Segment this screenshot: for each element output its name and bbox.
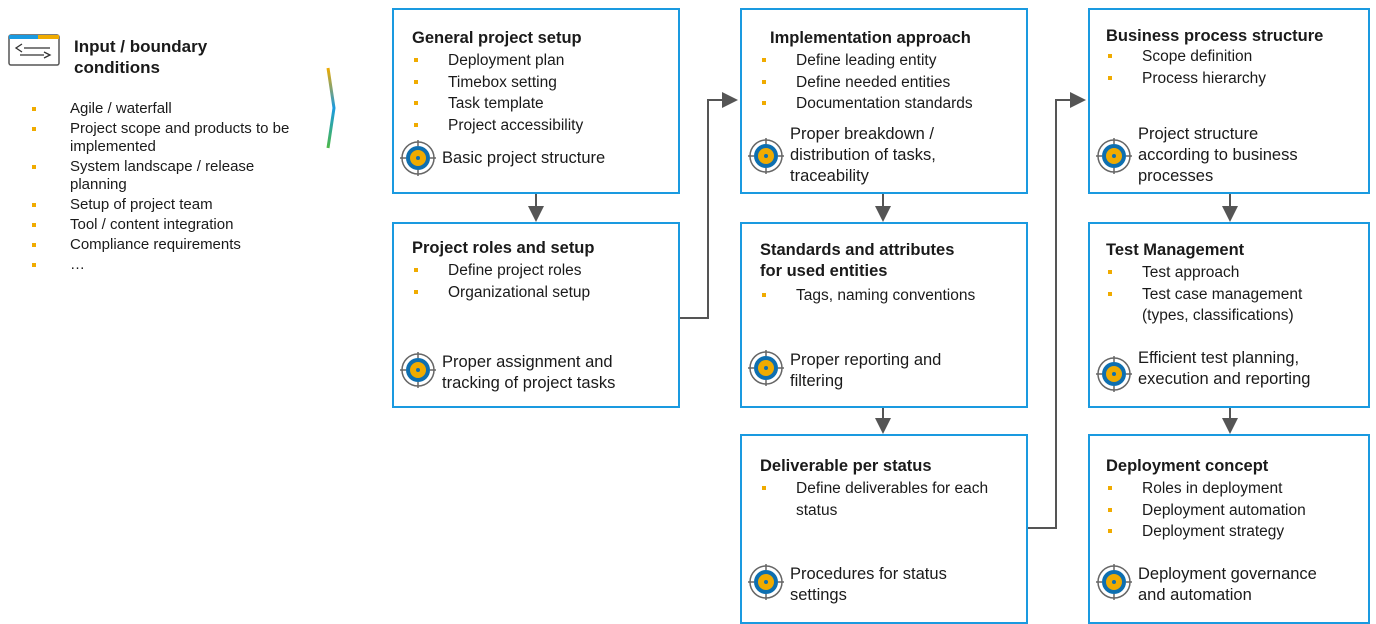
list-item: … — [30, 256, 310, 274]
box-title: Deliverable per status — [760, 457, 932, 475]
box-title: Project roles and setup — [412, 239, 595, 257]
code-window-icon — [8, 34, 60, 66]
outcome-text: Deployment governance and automation — [1138, 565, 1317, 604]
box-test-management: Test Management Test approach Test case … — [1088, 222, 1370, 408]
outcome-text: Proper reporting and filtering — [790, 351, 942, 390]
box-list: Scope definition Process hierarchy — [1106, 46, 1266, 89]
list-item: Project accessibility — [412, 115, 583, 137]
input-list: Agile / waterfall Project scope and prod… — [30, 100, 310, 276]
list-item: System landscape / release planning — [30, 158, 310, 194]
list-item: Deployment strategy — [1106, 521, 1306, 543]
outcome-text: Efficient test planning, execution and r… — [1138, 349, 1311, 388]
input-title: Input / boundary conditions — [74, 37, 208, 77]
outcome: Procedures for status settings — [748, 564, 947, 606]
box-implementation-approach: Implementation approach Define leading e… — [740, 8, 1028, 194]
list-item: Documentation standards — [760, 93, 973, 115]
outcome: Basic project structure — [400, 140, 605, 176]
target-icon — [748, 138, 784, 174]
list-item: Compliance requirements — [30, 236, 310, 254]
box-title: Test Management — [1106, 241, 1245, 259]
list-item: Define project roles — [412, 260, 590, 282]
list-item: Deployment automation — [1106, 500, 1306, 522]
target-icon — [748, 350, 784, 386]
box-title: Standards and attributes for used entiti… — [760, 241, 955, 280]
list-item: Define needed entities — [760, 72, 973, 94]
list-item: Tool / content integration — [30, 216, 310, 234]
box-list: Define deliverables for each status — [760, 478, 988, 521]
list-item: Project scope and products to be impleme… — [30, 120, 310, 156]
outcome-text: Project structure according to business … — [1138, 125, 1298, 185]
box-project-roles: Project roles and setup Define project r… — [392, 222, 680, 408]
target-icon — [400, 352, 436, 388]
box-standards-attributes: Standards and attributes for used entiti… — [740, 222, 1028, 408]
box-business-process-structure: Business process structure Scope definit… — [1088, 8, 1370, 194]
list-item: Scope definition — [1106, 46, 1266, 68]
outcome: Proper reporting and filtering — [748, 350, 941, 392]
list-item: Define deliverables for each status — [760, 478, 988, 521]
box-title: General project setup — [412, 29, 582, 47]
list-item: Deployment plan — [412, 50, 583, 72]
box-deliverable-per-status: Deliverable per status Define deliverabl… — [740, 434, 1028, 624]
box-list: Tags, naming conventions — [760, 285, 975, 307]
box-list: Deployment plan Timebox setting Task tem… — [412, 50, 583, 136]
box-list: Roles in deployment Deployment automatio… — [1106, 478, 1306, 543]
target-icon — [748, 564, 784, 600]
list-item: Organizational setup — [412, 282, 590, 304]
list-item: Test approach — [1106, 262, 1302, 284]
arrow-deliverable-to-business — [1026, 92, 1086, 529]
box-list: Define leading entity Define needed enti… — [760, 50, 973, 115]
box-general-project-setup: General project setup Deployment plan Ti… — [392, 8, 680, 194]
target-icon — [1096, 356, 1132, 392]
list-item: Define leading entity — [760, 50, 973, 72]
list-item: Task template — [412, 93, 583, 115]
target-icon — [1096, 564, 1132, 600]
box-deployment-concept: Deployment concept Roles in deployment D… — [1088, 434, 1370, 624]
target-icon — [400, 140, 436, 176]
outcome-text: Proper breakdown / distribution of tasks… — [790, 125, 936, 185]
outcome-text: Basic project structure — [442, 149, 606, 167]
outcome: Deployment governance and automation — [1096, 564, 1317, 606]
box-title: Implementation approach — [770, 29, 971, 47]
list-item: Roles in deployment — [1106, 478, 1306, 500]
list-item: Tags, naming conventions — [760, 285, 975, 307]
outcome: Project structure according to business … — [1096, 124, 1298, 187]
list-item: Timebox setting — [412, 72, 583, 94]
list-item: Process hierarchy — [1106, 68, 1266, 90]
outcome: Efficient test planning, execution and r… — [1096, 348, 1310, 392]
list-item: Test case management (types, classificat… — [1106, 284, 1302, 327]
gradient-bracket — [326, 67, 336, 149]
outcome: Proper assignment and tracking of projec… — [400, 352, 615, 394]
list-item: Agile / waterfall — [30, 100, 310, 118]
outcome-text: Proper assignment and tracking of projec… — [442, 353, 616, 392]
outcome-text: Procedures for status settings — [790, 565, 947, 604]
box-title: Deployment concept — [1106, 457, 1269, 475]
box-list: Define project roles Organizational setu… — [412, 260, 590, 303]
arrow-roles-to-implementation — [678, 92, 738, 319]
outcome: Proper breakdown / distribution of tasks… — [748, 124, 936, 187]
box-title: Business process structure — [1106, 27, 1324, 45]
list-item: Setup of project team — [30, 196, 310, 214]
target-icon — [1096, 138, 1132, 174]
box-list: Test approach Test case management (type… — [1106, 262, 1302, 327]
